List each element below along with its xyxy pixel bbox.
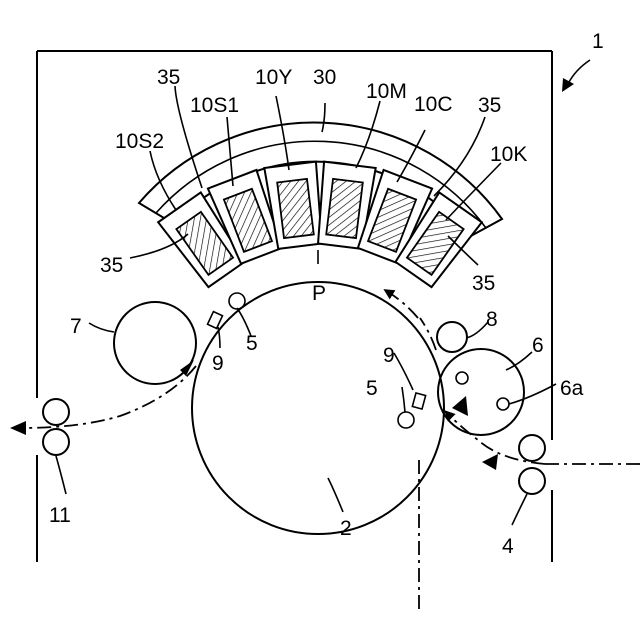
label-exit-rollers: 11	[49, 504, 71, 527]
unit-arc	[139, 123, 502, 290]
photosensitive-drum	[192, 282, 444, 534]
part-9-right	[412, 393, 425, 409]
exit-roller-top	[43, 399, 69, 425]
label-feed-rollers: 4	[502, 535, 514, 558]
label-transfer-roller-sub: 6a	[560, 377, 584, 400]
unit-M-cartridge	[326, 179, 363, 238]
label-unit-K: 10K	[490, 143, 527, 166]
paper-path	[10, 360, 640, 470]
label-unit-S1: 10S1	[190, 94, 239, 117]
label-drum: 2	[340, 517, 352, 540]
label-spacer-bottom-left: 35	[100, 254, 123, 277]
label-part-9-right: 9	[383, 344, 395, 367]
feed-roller-top	[519, 435, 545, 461]
label-roller-7: 7	[70, 315, 82, 338]
label-spacer-bottom-right: 35	[472, 272, 495, 295]
label-spacer-top-right: 35	[478, 94, 501, 117]
label-arc-frame: 30	[313, 66, 336, 89]
gap-roller-left	[229, 293, 245, 309]
roller-8	[437, 322, 467, 352]
label-unit-Y: 10Y	[255, 66, 292, 89]
label-unit-C: 10C	[414, 93, 453, 116]
transfer-roller-inner-left	[456, 372, 468, 384]
label-unit-S2: 10S2	[115, 130, 164, 153]
label-part-9-left: 9	[212, 352, 224, 375]
labels: 1 35 10S1 10Y 30 10M 10C 35 10K 10S2 35 …	[49, 30, 604, 558]
label-gap-roller-left: 5	[246, 332, 258, 355]
transfer-roller	[438, 349, 524, 435]
feed-roller-bottom	[519, 468, 545, 494]
label-roller-8: 8	[486, 308, 498, 331]
label-gap-roller-right: 5	[366, 377, 378, 400]
label-spacer-top-left: 35	[157, 66, 180, 89]
gap-roller-right	[398, 412, 414, 428]
label-apparatus: 1	[592, 30, 604, 53]
unit-Y-cartridge	[277, 179, 314, 238]
transfer-roller-inner-right	[497, 398, 509, 410]
label-point-P: P	[312, 282, 326, 305]
apparatus-pointer	[562, 60, 590, 92]
part-9-left	[208, 312, 223, 329]
label-transfer-roller: 6	[532, 334, 544, 357]
label-unit-M: 10M	[366, 80, 407, 103]
exit-roller-bottom	[43, 429, 69, 455]
